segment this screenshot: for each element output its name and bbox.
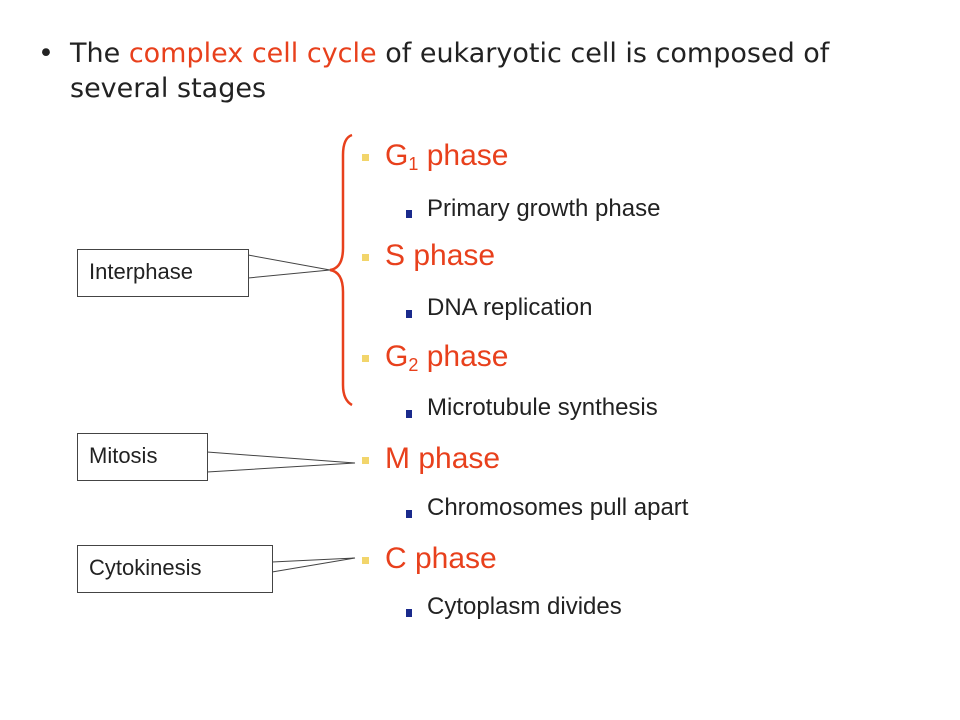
phase-bullet [362,557,369,564]
intro-highlight: complex cell cycle [128,38,377,69]
phase-s: S phase [385,241,495,271]
intro-text-after: of eukaryotic cell is composed of severa… [70,38,830,105]
intro-bullet: • [38,38,54,69]
phase-bullet [362,154,369,161]
interphase-brace [329,133,353,407]
phase-bullet [362,457,369,464]
intro-paragraph: • The complex cell cycle of eukaryotic c… [38,36,918,106]
phase-g1-post: phase [418,139,509,172]
phase-s-label: S phase [385,239,496,272]
phase-m-label: M phase [385,442,501,475]
detail-bullet [406,609,412,617]
intro-text: The complex cell cycle of eukaryotic cel… [70,36,918,106]
phase-g2: G2 phase [385,340,509,375]
label-interphase: Interphase [77,249,249,297]
phase-m: M phase [385,444,500,474]
detail-bullet [406,210,412,218]
phase-g1: G1 phase [385,139,509,174]
label-cytokinesis: Cytokinesis [77,545,273,593]
interphase-pointer [247,254,331,279]
phase-g1-sub: 1 [408,154,419,174]
detail-m: Chromosomes pull apart [427,494,689,521]
phase-g2-post: phase [418,340,509,373]
phase-bullet [362,355,369,362]
detail-g1: Primary growth phase [427,195,661,222]
intro-text-before: The [70,38,129,69]
detail-bullet [406,410,412,418]
phase-g2-pre: G [385,340,409,373]
detail-c: Cytoplasm divides [427,593,622,620]
phase-c-label: C phase [385,542,497,575]
detail-g2: Microtubule synthesis [427,394,658,421]
phase-bullet [362,254,369,261]
phase-c: C phase [385,544,497,574]
detail-bullet [406,310,412,318]
label-mitosis: Mitosis [77,433,208,481]
mitosis-pointer [206,451,356,473]
phase-g1-pre: G [385,139,409,172]
phase-g2-sub: 2 [408,355,419,375]
detail-s: DNA replication [427,294,593,321]
detail-bullet [406,510,412,518]
cytokinesis-pointer [271,557,356,573]
